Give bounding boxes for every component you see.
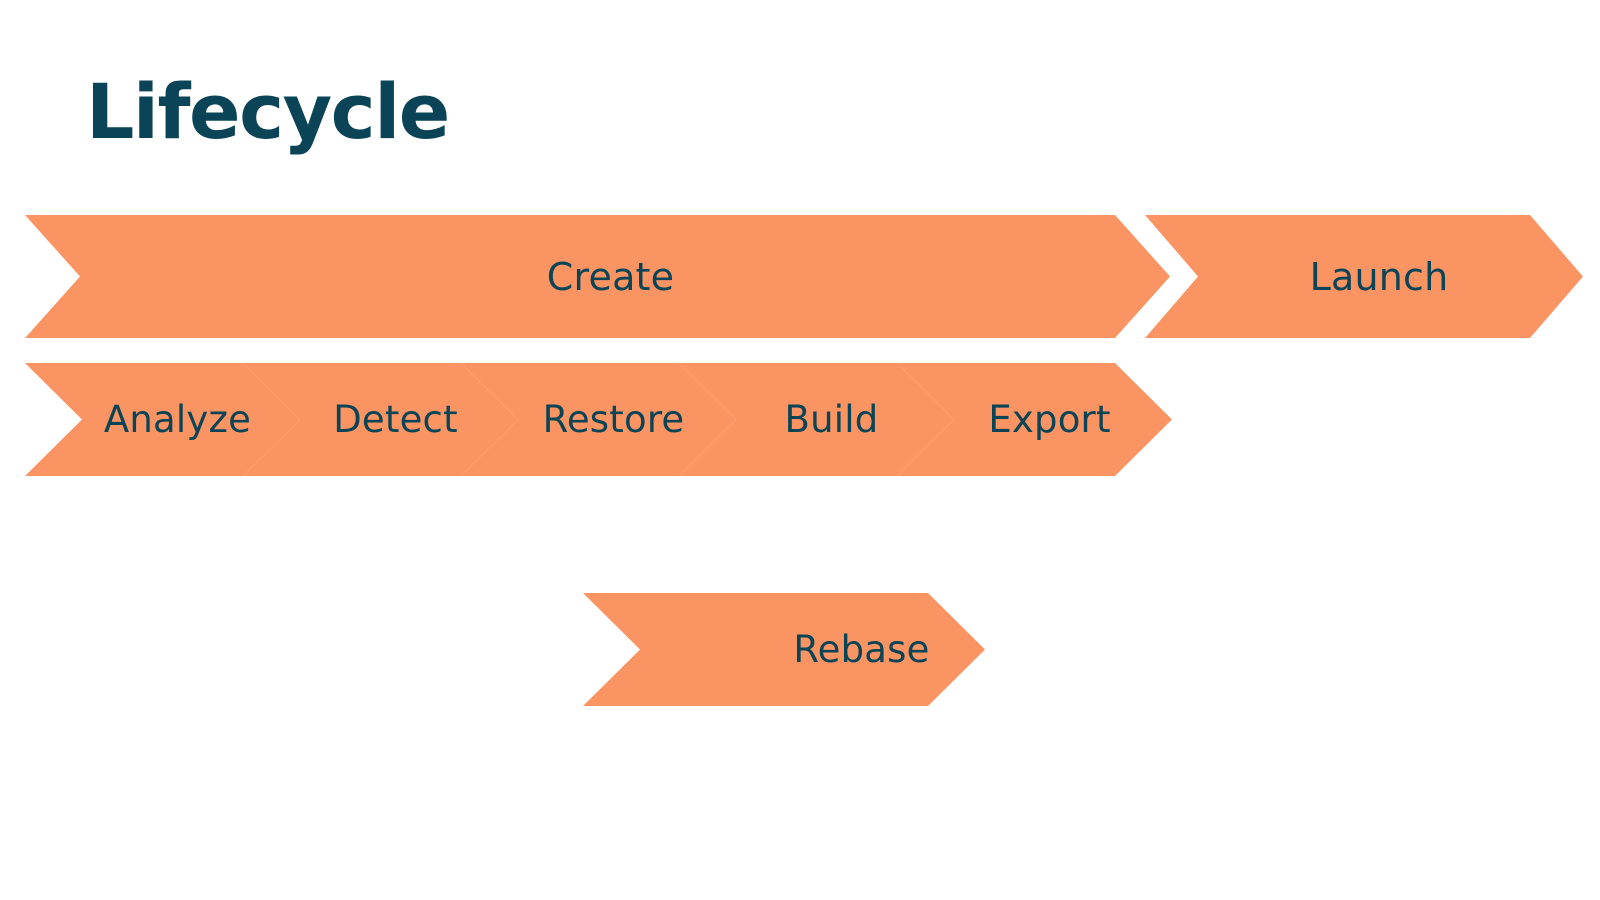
chevron-step-analyze[interactable]: Analyze xyxy=(25,363,300,476)
chevron-label-detect: Detect xyxy=(333,398,458,441)
chevron-step-launch[interactable]: Launch xyxy=(1145,215,1583,338)
page-title: Lifecycle xyxy=(86,67,450,156)
chevron-step-detect[interactable]: Detect xyxy=(243,363,518,476)
chevron-step-rebase[interactable]: Rebase xyxy=(583,593,985,706)
chevron-label-rebase: Rebase xyxy=(793,628,930,671)
chevron-label-export: Export xyxy=(988,398,1111,441)
chevron-label-restore: Restore xyxy=(542,398,685,441)
chevron-label-launch: Launch xyxy=(1309,254,1449,299)
chevron-label-analyze: Analyze xyxy=(103,398,252,441)
chevron-label-build: Build xyxy=(784,398,879,441)
chevron-label-create: Create xyxy=(546,254,675,299)
chevron-step-create[interactable]: Create xyxy=(25,215,1170,338)
